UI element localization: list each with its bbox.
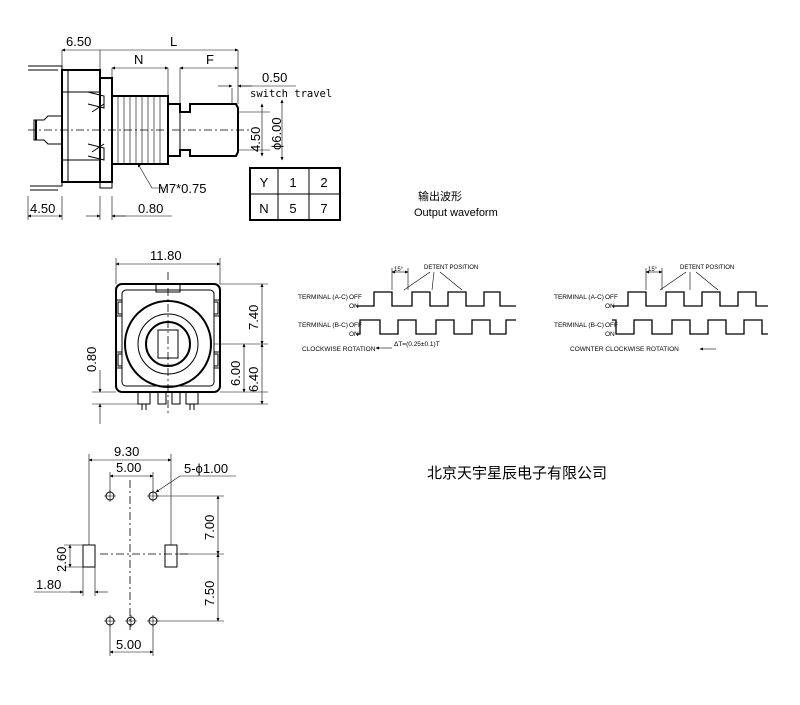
table-cell-1-1: 5 [289, 201, 296, 216]
dim-dia-6-00: ϕ6.00 [269, 117, 284, 150]
table-cell-0-0: Y [260, 175, 269, 190]
output-waveform-title-en: Output waveform [414, 207, 498, 219]
ccw-detent-label: DETENT POSITION [680, 265, 734, 271]
side-view: 6.50 L N F 0.50 switch travel 4.50 ϕ6.00… [27, 34, 332, 220]
table-cell-1-0: N [259, 201, 268, 216]
ccw-angle: 15° [648, 267, 658, 273]
cw-wave-b [356, 319, 516, 335]
ccw-rotation-label: COWNTER CLOCKWISE ROTATION [570, 346, 679, 353]
front-view: 11.80 7.40 6.00 6.40 0.80 [84, 248, 268, 424]
cw-a-off: OFF [349, 294, 362, 301]
fp-hole-callout: 5-ϕ1.00 [184, 461, 228, 476]
dim-11-80: 11.80 [150, 248, 182, 263]
ccw-terminal-b: TERMINAL (B-C) [554, 322, 604, 329]
ccw-a-off: OFF [605, 294, 618, 301]
type-table: Y 1 2 N 5 7 [249, 167, 341, 221]
ccw-b-on: ON [605, 331, 615, 338]
switch-travel-label: switch travel [250, 88, 332, 100]
table-cell-0-2: 2 [320, 175, 327, 190]
output-waveform-title-cn: 输出波形 [418, 189, 462, 203]
waveform-clockwise: 15° DETENT POSITION TERMINAL (A-C) OFF O… [298, 265, 516, 353]
fp-dim-5-00-top: 5.00 [116, 460, 141, 475]
dim-7-40: 7.40 [246, 305, 261, 330]
company-name: 北京天宇星辰电子有限公司 [427, 465, 607, 482]
dim-0-80: 0.80 [138, 201, 163, 216]
dim-0-50: 0.50 [262, 70, 287, 85]
cw-terminal-a: TERMINAL (A-C) [298, 294, 348, 301]
ccw-wave-b [612, 319, 768, 335]
cw-wave-a [356, 291, 516, 307]
cw-angle: 15° [394, 267, 404, 273]
cw-a-on: ON [349, 303, 359, 310]
dim-0-80-front: 0.80 [84, 347, 99, 372]
dim-L: L [170, 34, 177, 49]
ccw-terminal-a: TERMINAL (A-C) [554, 294, 604, 301]
dim-4-50-vertical: 4.50 [248, 127, 263, 152]
pcb-footprint: 9.30 5.00 5-ϕ1.00 7.00 7.50 2.60 1.80 [34, 444, 236, 656]
ccw-b-off: OFF [605, 322, 618, 329]
ccw-wave-a [612, 291, 768, 307]
cw-terminal-b: TERMINAL (B-C) [298, 322, 348, 329]
cw-rotation-label: CLOCKWISE ROTATION [302, 346, 376, 353]
dim-F: F [206, 52, 214, 67]
fp-dim-7-50: 7.50 [202, 581, 217, 606]
dim-6-40: 6.40 [246, 367, 261, 392]
dim-6-00: 6.00 [228, 361, 243, 386]
fp-dim-1-80: 1.80 [36, 577, 61, 592]
fp-dim-2-60: 2.60 [54, 547, 69, 572]
ccw-a-on: ON [605, 303, 615, 310]
table-cell-0-1: 1 [289, 175, 296, 190]
cw-detent-label: DETENT POSITION [424, 265, 478, 271]
dim-4-50-horizontal: 4.50 [30, 201, 55, 216]
table-cell-1-2: 7 [320, 201, 327, 216]
cw-b-off: OFF [349, 322, 362, 329]
fp-dim-9-30: 9.30 [114, 444, 139, 459]
cw-b-on: ON [349, 331, 359, 338]
waveform-counter-clockwise: 15° DETENT POSITION TERMINAL (A-C) OFF O… [554, 265, 768, 353]
dim-N: N [134, 52, 143, 67]
fp-dim-7-00: 7.00 [202, 515, 217, 540]
fp-dim-5-00-bottom: 5.00 [116, 637, 141, 652]
dim-6-50: 6.50 [66, 34, 91, 49]
cw-delta-t: ΔT=(0.25±0.1)T [394, 341, 440, 348]
thread-callout: M7*0.75 [158, 181, 206, 196]
